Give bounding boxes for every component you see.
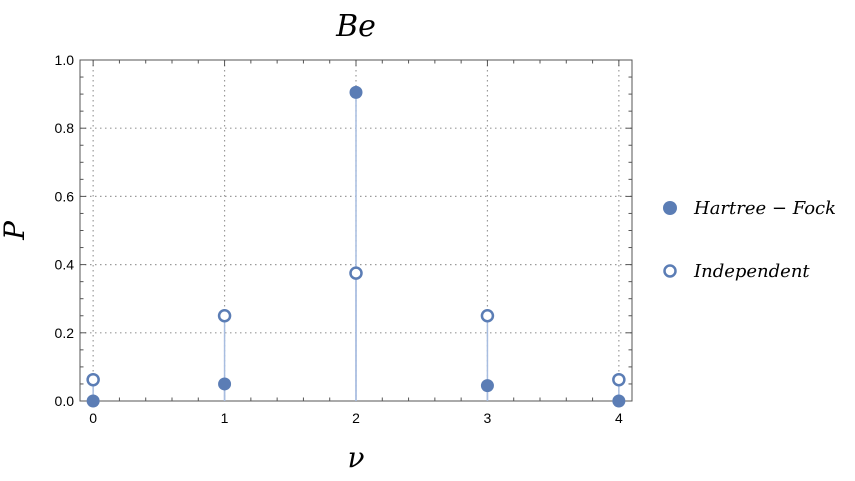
y-axis-title: P xyxy=(0,220,31,241)
data-point-hartree-fock xyxy=(349,85,363,99)
data-point-hartree-fock xyxy=(218,377,232,391)
data-point-hartree-fock xyxy=(612,394,626,408)
data-point-independent xyxy=(480,309,495,323)
plot-area: 0.0 0.2 0.4 0.6 0.8 1.0 0 1 2 3 4 xyxy=(55,52,633,426)
data-point-independent xyxy=(612,372,626,387)
x-tick-label: 4 xyxy=(615,410,623,426)
y-tick-label: 1.0 xyxy=(55,52,75,68)
x-tick-label: 2 xyxy=(352,410,360,426)
x-axis-title: ν xyxy=(347,441,364,474)
y-tick-label: 0.4 xyxy=(55,257,75,273)
data-point-independent xyxy=(217,309,232,323)
data-point-hartree-fock xyxy=(480,379,494,393)
legend-marker-hartree-fock xyxy=(663,201,677,215)
y-tick-label: 0.8 xyxy=(55,120,75,136)
x-tick-label: 1 xyxy=(221,410,229,426)
x-tick-label: 0 xyxy=(89,410,97,426)
data-point-independent xyxy=(349,266,363,280)
legend-marker-independent xyxy=(663,264,677,278)
data-point-hartree-fock xyxy=(86,394,100,408)
x-tick-label: 3 xyxy=(484,410,492,426)
y-tick-label: 0.2 xyxy=(55,325,75,341)
y-tick-label: 0.0 xyxy=(55,393,75,409)
chart-title: Be xyxy=(335,9,376,44)
legend-label: Independent xyxy=(693,261,810,282)
data-point-independent xyxy=(86,372,100,387)
y-tick-label: 0.6 xyxy=(55,188,75,204)
legend-label: Hartree − Fock xyxy=(693,198,836,219)
